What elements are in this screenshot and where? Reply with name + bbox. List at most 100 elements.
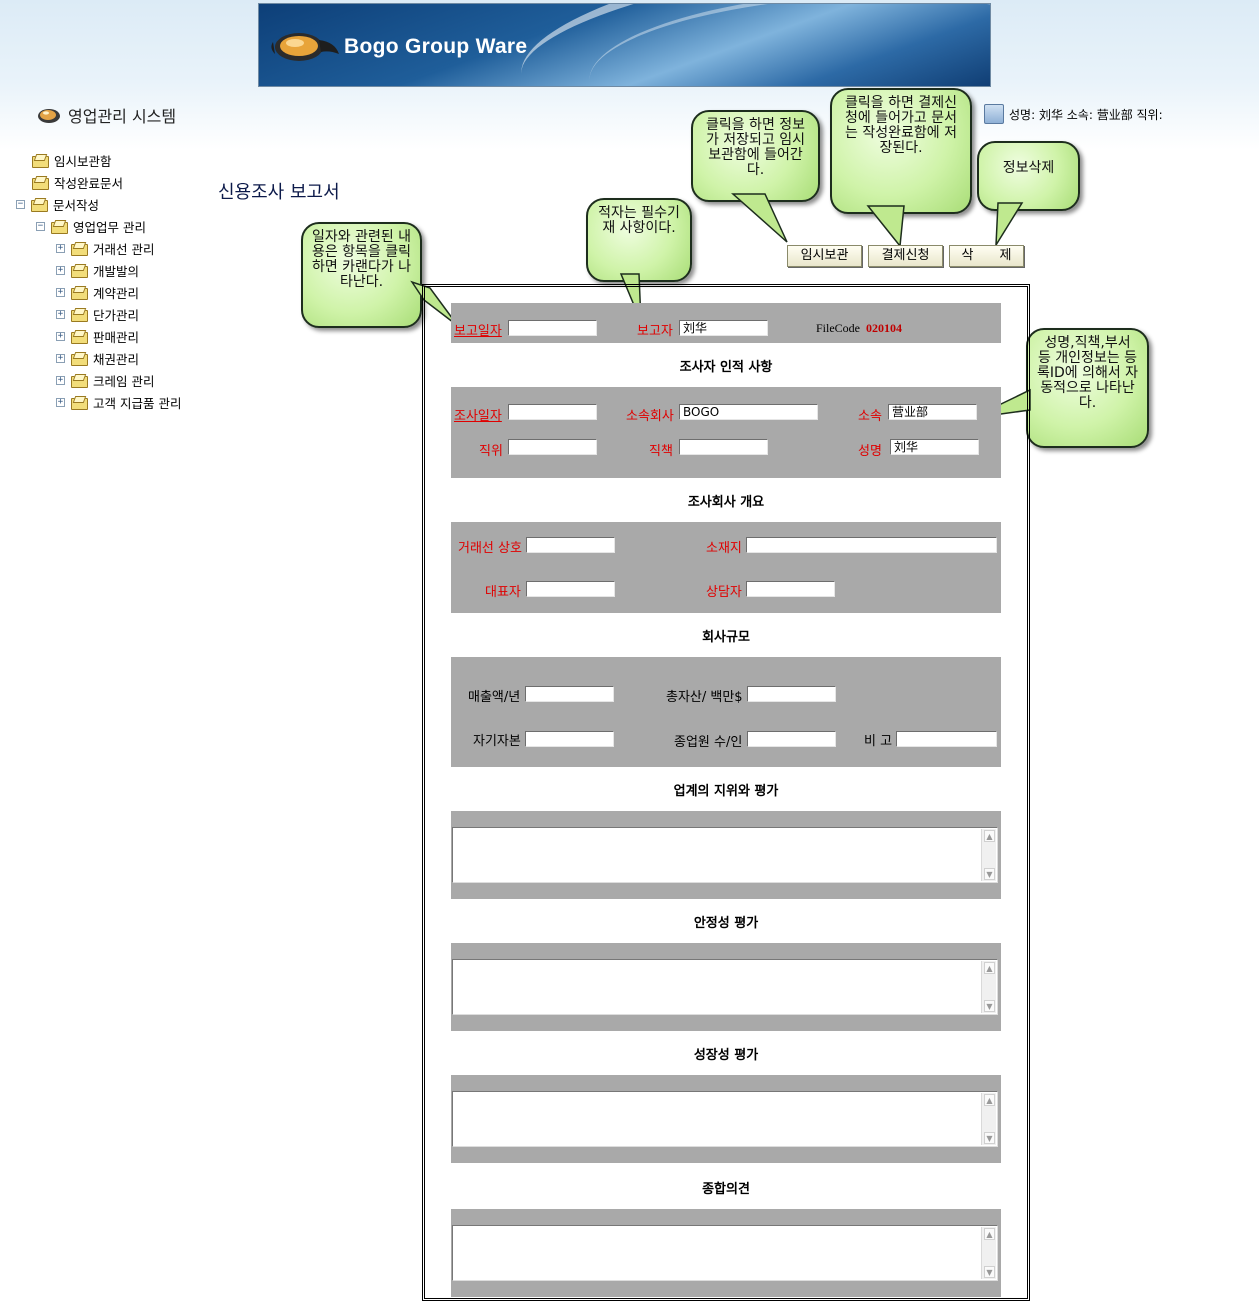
location-label: 소재지 (706, 541, 742, 556)
sidebar-item-receivables[interactable]: + 채권관리 (56, 349, 139, 367)
system-logo-icon (38, 109, 60, 123)
name-label: 성명 (858, 444, 882, 459)
callout-delete: 정보삭제 (977, 141, 1080, 211)
reporter-label: 보고자 (637, 324, 673, 339)
expand-icon[interactable]: + (56, 374, 65, 385)
duty-label: 직책 (649, 444, 673, 459)
total-assets-input[interactable] (747, 686, 836, 702)
surveyor-section (451, 387, 1001, 478)
position-input[interactable] (508, 439, 597, 455)
remarks-label: 비 고 (864, 734, 893, 749)
callout-writer-required: 적자는 필수기재 사항이다. (586, 198, 692, 282)
folder-icon (71, 286, 88, 300)
trade-name-label: 거래선 상호 (458, 541, 522, 556)
callout-approval: 클릭을 하면 결제신청에 들어가고 문서는 작성완료함에 저장된다. (830, 88, 972, 214)
company-overview-title: 조사회사 개요 (687, 495, 765, 510)
expand-icon[interactable]: + (56, 286, 65, 297)
industry-section-title: 업계의 지위와 평가 (673, 784, 779, 799)
sidebar-item-doc-writing[interactable]: −문서작성 (16, 195, 99, 213)
expand-icon[interactable]: + (56, 242, 65, 253)
sidebar-item-label: 단가관리 (93, 307, 140, 323)
scale-section-title: 회사규모 (702, 630, 750, 645)
equity-input[interactable] (525, 731, 614, 747)
sidebar-item-sales-management[interactable]: − 영업업무 관리 (36, 217, 146, 235)
sidebar-item-development[interactable]: + 개발발의 (56, 261, 139, 279)
folder-icon (71, 352, 88, 366)
growth-textarea[interactable]: ▲▼ (452, 1091, 998, 1147)
sidebar-item-label: 고객 지급품 관리 (93, 395, 182, 411)
remarks-input[interactable] (896, 731, 997, 747)
sales-label: 매출액/년 (468, 690, 521, 705)
scrollbar[interactable]: ▲▼ (981, 1227, 996, 1279)
banner: Bogo Group Ware (258, 3, 991, 87)
dept-input[interactable]: 营业部 (888, 404, 977, 420)
expand-icon[interactable]: + (56, 308, 65, 319)
scrollbar[interactable]: ▲▼ (981, 1093, 996, 1145)
stability-textarea[interactable]: ▲▼ (452, 959, 998, 1015)
sidebar-item-label: 개발발의 (93, 263, 140, 279)
name-input[interactable]: 刘华 (890, 439, 979, 455)
sidebar-item-label: 작성완료문서 (54, 175, 124, 191)
callout-personal-info: 성명,직책,부서 등 개인정보는 등록ID에 의해서 자동적으로 나타난다. (1026, 328, 1149, 448)
survey-date-input[interactable] (508, 404, 597, 420)
industry-textarea[interactable]: ▲▼ (452, 827, 998, 883)
sidebar-item-customer-supplies[interactable]: + 고객 지급품 관리 (56, 393, 181, 411)
user-info: 성명: 刘华 소속: 营业部 직위: (984, 104, 1163, 124)
sidebar-item-label: 임시보관함 (54, 153, 112, 169)
user-avatar-icon (984, 104, 1004, 124)
employees-input[interactable] (747, 731, 836, 747)
contact-input[interactable] (746, 581, 835, 597)
report-date-input[interactable] (508, 320, 597, 336)
expand-icon[interactable]: + (56, 264, 65, 275)
sidebar-item-contract[interactable]: +계약관리 (56, 283, 139, 301)
folder-icon (71, 374, 88, 388)
sidebar-item-client-management[interactable]: +거래선 관리 (56, 239, 154, 257)
sidebar-item-temp-storage[interactable]: 임시보관함 (32, 151, 112, 169)
scrollbar[interactable]: ▲▼ (981, 829, 996, 881)
sidebar-item-label: 영업업무 관리 (73, 219, 146, 235)
sidebar-item-label: 크레임 관리 (93, 373, 155, 389)
dept-label: 소속 (858, 409, 882, 424)
callout-pointer (995, 202, 1024, 247)
system-name: 영업관리 시스템 (68, 107, 177, 126)
surveyor-section-title: 조사자 인적 사항 (679, 360, 773, 375)
contact-label: 상담자 (706, 585, 742, 600)
overall-section-title: 종합의견 (702, 1182, 750, 1197)
representative-label: 대표자 (485, 585, 521, 600)
trade-name-input[interactable] (526, 537, 615, 553)
folder-icon (71, 330, 88, 344)
callout-pointer (866, 205, 905, 248)
delete-button[interactable]: 삭 제 (949, 245, 1024, 267)
expand-icon[interactable]: + (56, 396, 65, 407)
survey-date-label[interactable]: 조사일자 (454, 409, 502, 424)
callout-pointer (731, 193, 788, 243)
reporter-input[interactable]: 刘华 (679, 320, 768, 336)
representative-input[interactable] (526, 581, 615, 597)
scrollbar[interactable]: ▲▼ (981, 961, 996, 1013)
duty-input[interactable] (679, 439, 768, 455)
sidebar-item-completed-docs[interactable]: 작성완료문서 (32, 173, 123, 191)
collapse-icon[interactable]: − (16, 198, 25, 209)
submit-approval-button[interactable]: 결제신청 (868, 245, 943, 267)
expand-icon[interactable]: + (56, 352, 65, 363)
temp-save-button[interactable]: 임시보관 (787, 245, 862, 267)
sidebar-item-claims[interactable]: + 크레임 관리 (56, 371, 154, 389)
company-input[interactable]: BOGO (679, 404, 818, 420)
folder-icon (71, 264, 88, 278)
overall-textarea[interactable]: ▲▼ (452, 1225, 998, 1281)
collapse-icon[interactable]: − (36, 220, 45, 231)
folder-icon (32, 176, 49, 190)
sidebar-item-unit-price[interactable]: + 단가관리 (56, 305, 139, 323)
sidebar-item-sales[interactable]: + 판매관리 (56, 327, 139, 345)
banner-title: Bogo Group Ware (344, 35, 528, 58)
expand-icon[interactable]: + (56, 330, 65, 341)
report-date-label[interactable]: 보고일자 (454, 324, 502, 339)
folder-icon (71, 396, 88, 410)
folder-open-icon (51, 220, 68, 234)
location-input[interactable] (746, 537, 997, 553)
sidebar-item-label: 판매관리 (93, 329, 140, 345)
company-label: 소속회사 (626, 409, 674, 424)
sales-input[interactable] (525, 686, 614, 702)
filecode: FileCode 020104 (816, 321, 902, 336)
sidebar-item-label: 채권관리 (93, 351, 140, 367)
